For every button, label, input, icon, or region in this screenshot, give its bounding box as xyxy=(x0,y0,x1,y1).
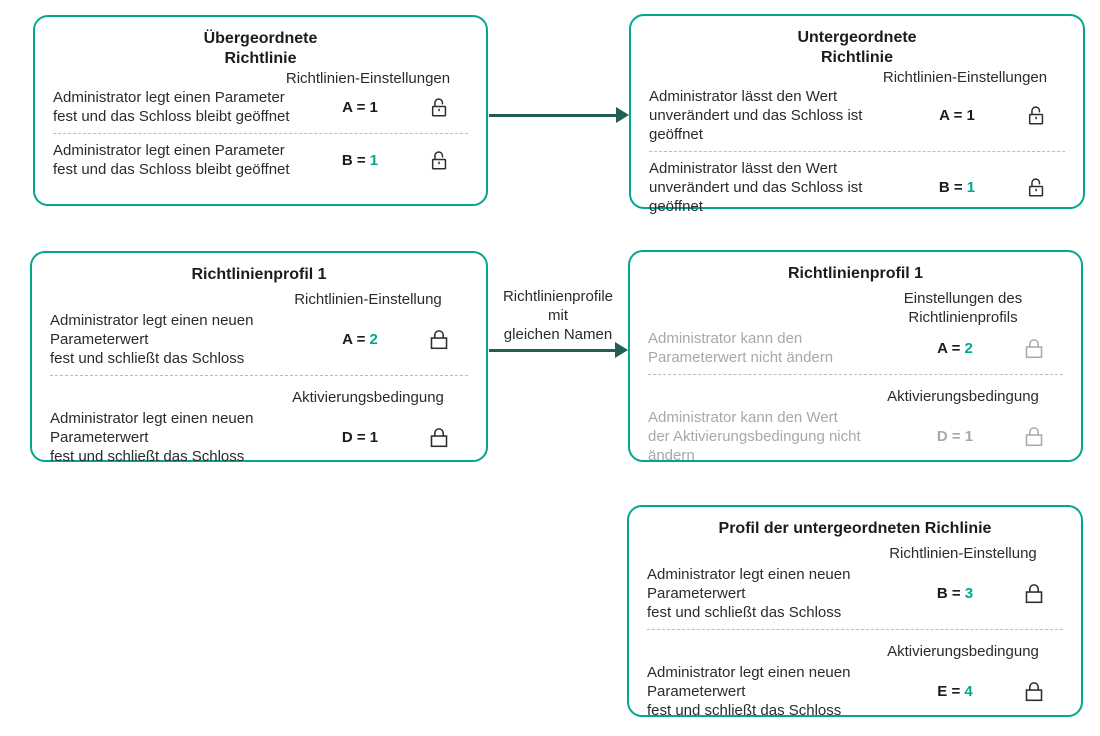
setting-row: Administrator legt einen Parameter fest … xyxy=(53,141,468,179)
row-description: Administrator legt einen neuen Parameter… xyxy=(50,312,254,367)
arrow-head xyxy=(615,342,628,358)
section-label: Richtlinien-Einstellungen xyxy=(285,70,451,87)
setting-row: Administrator legt einen neuen Parameter… xyxy=(647,663,1063,720)
box-title: Übergeordnete Richtlinie xyxy=(53,29,468,69)
parameter-value: B = 3 xyxy=(936,585,974,602)
section-label: Aktivierungsbedingung xyxy=(887,388,1039,405)
row-description: Administrator kann den Parameterwert nic… xyxy=(648,330,834,366)
open-lock-icon xyxy=(1007,104,1065,127)
row-description: Administrator legt einen neuen Parameter… xyxy=(50,410,254,465)
setting-row: Administrator legt einen neuen Parameter… xyxy=(50,409,468,466)
section-label: Einstellungen des Richtlinienprofils xyxy=(903,290,1023,326)
title-line: Richtlinie xyxy=(820,49,893,66)
title-line: Untergeordnete xyxy=(797,29,917,46)
arrow-profile-to-profile xyxy=(489,342,628,358)
lock-icon xyxy=(1005,337,1063,360)
section-label: Aktivierungsbedingung xyxy=(887,643,1039,660)
setting-row: Administrator kann den Wert der Aktivier… xyxy=(648,408,1063,465)
lock-icon xyxy=(1005,582,1063,605)
row-description: Administrator lässt den Wert unverändert… xyxy=(649,88,863,143)
policy-setting-section: Richtlinien-Einstellungen Administrator … xyxy=(53,69,468,126)
policy-setting-section: Richtlinien-Einstellungen Administrator … xyxy=(649,68,1065,144)
row-description: Administrator legt einen neuen Parameter… xyxy=(647,566,851,621)
title-line: Übergeordnete xyxy=(203,30,318,47)
parameter-value: E = 4 xyxy=(937,683,973,700)
setting-row: Administrator legt einen neuen Parameter… xyxy=(647,565,1063,622)
parameter-value: A = 2 xyxy=(342,331,378,348)
lock-icon xyxy=(410,328,468,351)
title-line: Richtlinienprofil 1 xyxy=(191,266,327,283)
arrow-parent-to-child xyxy=(489,107,629,123)
row-description: Administrator lässt den Wert unverändert… xyxy=(649,160,863,215)
section-label: Richtlinien-Einstellung xyxy=(889,545,1037,562)
setting-row: Administrator lässt den Wert unverändert… xyxy=(649,87,1065,144)
parameter-value: A = 1 xyxy=(342,98,378,116)
section-label: Richtlinien-Einstellung xyxy=(294,291,442,308)
parent-policy-box: Übergeordnete Richtlinie Richtlinien-Ein… xyxy=(33,15,488,206)
parameter-value: B = 1 xyxy=(938,179,976,196)
policy-profile-box: Richtlinienprofil 1 Richtlinien-Einstell… xyxy=(30,251,488,465)
title-line: Profil der untergeordneten Richlinie xyxy=(718,520,992,537)
arrow-line xyxy=(489,113,616,117)
policy-setting-section: Einstellungen des Richtlinienprofils Adm… xyxy=(648,289,1063,367)
activation-condition-section: Aktivierungsbedingung Administrator legt… xyxy=(50,375,468,466)
box-title: Profil der untergeordneten Richlinie xyxy=(647,519,1063,539)
box-title: Richtlinienprofil 1 xyxy=(648,264,1063,284)
arrow-line xyxy=(489,348,615,352)
parameter-value: D = 1 xyxy=(341,429,379,446)
title-line: Richtlinie xyxy=(224,50,297,67)
setting-row: Administrator legt einen neuen Parameter… xyxy=(50,311,468,368)
box-title: Untergeordnete Richtlinie xyxy=(649,28,1065,68)
child-policy-box: Untergeordnete Richtlinie Richtlinien-Ei… xyxy=(629,14,1085,215)
policy-setting-section: Administrator lässt den Wert unverändert… xyxy=(649,151,1065,216)
policy-setting-section: Administrator legt einen Parameter fest … xyxy=(53,133,468,179)
setting-row: Administrator kann den Parameterwert nic… xyxy=(648,329,1063,367)
row-description: Administrator legt einen Parameter fest … xyxy=(53,142,290,178)
section-label: Aktivierungsbedingung xyxy=(292,389,444,406)
row-description: Administrator kann den Wert der Aktivier… xyxy=(648,409,861,464)
policy-profile-child-box: Richtlinienprofil 1 Einstellungen des Ri… xyxy=(628,250,1083,465)
lock-icon xyxy=(1005,680,1063,703)
open-lock-icon xyxy=(410,149,468,172)
row-description: Administrator legt einen neuen Parameter… xyxy=(647,664,851,719)
setting-row: Administrator lässt den Wert unverändert… xyxy=(649,159,1065,216)
lock-icon xyxy=(1005,425,1063,448)
lock-icon xyxy=(410,426,468,449)
activation-condition-section: Aktivierungsbedingung Administrator legt… xyxy=(647,629,1063,720)
setting-row: Administrator legt einen Parameter fest … xyxy=(53,88,468,126)
activation-condition-section: Aktivierungsbedingung Administrator kann… xyxy=(648,374,1063,465)
section-label: Richtlinien-Einstellungen xyxy=(882,69,1048,86)
child-policy-profile-box: Profil der untergeordneten Richlinie Ric… xyxy=(627,505,1083,720)
parameter-value: D = 1 xyxy=(936,428,974,445)
policy-setting-section: Richtlinien-Einstellung Administrator le… xyxy=(50,290,468,368)
title-line: Richtlinienprofil 1 xyxy=(787,265,924,282)
parameter-value: A = 2 xyxy=(937,339,973,357)
row-description: Administrator legt einen Parameter fest … xyxy=(53,89,290,125)
policy-setting-section: Richtlinien-Einstellung Administrator le… xyxy=(647,544,1063,622)
arrow-profile-label: Richtlinienprofile mit gleichen Namen xyxy=(502,288,614,343)
parameter-value: B = 1 xyxy=(341,151,379,169)
parameter-value: A = 1 xyxy=(939,107,975,124)
box-title: Richtlinienprofil 1 xyxy=(50,265,468,285)
open-lock-icon xyxy=(410,96,468,119)
arrow-head xyxy=(616,107,629,123)
open-lock-icon xyxy=(1007,176,1065,199)
